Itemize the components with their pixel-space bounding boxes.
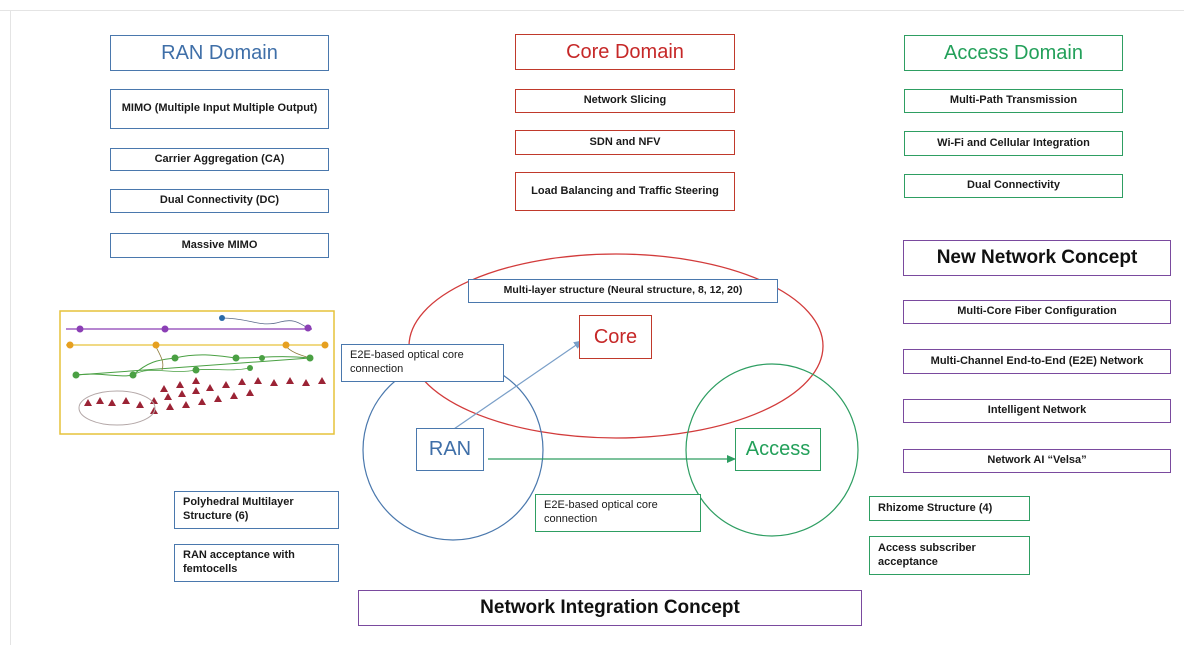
ran-domain-title: RAN Domain <box>110 35 329 71</box>
frame-top-line <box>0 10 1184 11</box>
core-item-sdn-nfv: SDN and NFV <box>515 130 735 155</box>
ran-item-dual-connectivity: Dual Connectivity (DC) <box>110 189 329 213</box>
access-item-dual-connectivity: Dual Connectivity <box>904 174 1123 198</box>
access-subscriber-acceptance: Access subscriber acceptance <box>869 536 1030 575</box>
access-node-label: Access <box>735 428 821 471</box>
concept-item-intelligent-network: Intelligent Network <box>903 399 1171 423</box>
ran-item-massive-mimo: Massive MIMO <box>110 233 329 258</box>
concept-item-multi-channel-e2e: Multi-Channel End-to-End (E2E) Network <box>903 349 1171 374</box>
ran-acceptance-femtocells: RAN acceptance with femtocells <box>174 544 339 582</box>
access-item-multi-path: Multi-Path Transmission <box>904 89 1123 113</box>
access-domain-title: Access Domain <box>904 35 1123 71</box>
frame-left-line <box>10 10 11 645</box>
access-item-wifi-cellular: Wi-Fi and Cellular Integration <box>904 131 1123 156</box>
new-network-concept-title: New Network Concept <box>903 240 1171 276</box>
ran-node-label: RAN <box>416 428 484 471</box>
network-topology-inset <box>59 310 335 435</box>
core-domain-title: Core Domain <box>515 34 735 70</box>
ran-to-core-arrow <box>450 340 583 432</box>
concept-item-network-ai: Network AI “Velsa” <box>903 449 1171 473</box>
e2e-optical-connection-upper: E2E-based optical core connection <box>341 344 504 382</box>
concept-item-multi-core-fiber: Multi-Core Fiber Configuration <box>903 300 1171 324</box>
e2e-optical-connection-lower: E2E-based optical core connection <box>535 494 701 532</box>
multi-layer-structure-label: Multi-layer structure (Neural structure,… <box>468 279 778 303</box>
core-node-label: Core <box>579 315 652 359</box>
core-item-network-slicing: Network Slicing <box>515 89 735 113</box>
ran-item-carrier-aggregation: Carrier Aggregation (CA) <box>110 148 329 171</box>
rhizome-structure: Rhizome Structure (4) <box>869 496 1030 521</box>
ran-item-mimo: MIMO (Multiple Input Multiple Output) <box>110 89 329 129</box>
network-integration-concept-title: Network Integration Concept <box>358 590 862 626</box>
core-item-load-balancing: Load Balancing and Traffic Steering <box>515 172 735 211</box>
access-circle <box>685 363 859 537</box>
polyhedral-multilayer-structure: Polyhedral Multilayer Structure (6) <box>174 491 339 529</box>
